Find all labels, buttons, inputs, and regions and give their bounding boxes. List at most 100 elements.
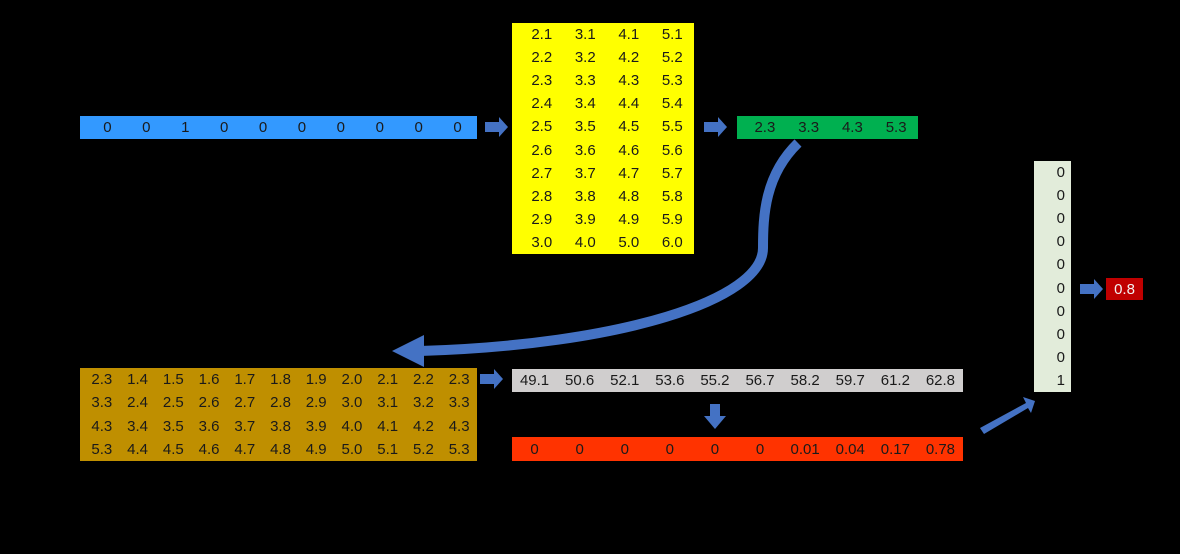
context-cell: 4.9 <box>305 440 327 458</box>
context-cell: 5.3 <box>448 440 470 458</box>
target-cell: 0 <box>1056 279 1065 297</box>
context-cell: 4.6 <box>198 440 220 458</box>
arrow-right-4 <box>1080 279 1103 299</box>
arrow-right-3 <box>480 369 503 389</box>
arrow-right-2 <box>704 117 727 137</box>
context-cell: 1.8 <box>270 371 291 389</box>
context-cell: 2.1 <box>377 371 399 389</box>
embedding-cell: 2.7 <box>531 164 553 182</box>
context-cell: 1.7 <box>234 371 256 389</box>
result-label: 0.8 <box>1114 280 1135 298</box>
embedding-cell: 4.2 <box>618 49 640 67</box>
embedding-cell: 5.6 <box>661 141 683 159</box>
score-cell: 53.6 <box>655 372 685 389</box>
lookup-cell: 2.3 <box>754 119 776 136</box>
softmax-cell: 0.78 <box>925 440 956 458</box>
target-cell: 0 <box>1056 233 1065 251</box>
context-cell: 2.4 <box>127 394 149 412</box>
context-cell: 3.7 <box>234 417 256 435</box>
embedding-cell: 5.1 <box>661 26 683 44</box>
context-cell: 2.7 <box>234 394 256 412</box>
context-cell: 5.2 <box>412 440 434 458</box>
context-cell: 4.8 <box>270 440 291 458</box>
onehot-cell: 0 <box>258 119 268 136</box>
embedding-cell: 4.9 <box>618 210 640 228</box>
context-cell: 3.2 <box>412 394 434 412</box>
context-cell: 3.8 <box>270 417 291 435</box>
target-cell: 0 <box>1056 302 1065 320</box>
onehot-cell: 0 <box>414 119 423 136</box>
target-cell: 1 <box>1056 371 1065 389</box>
context-cell: 3.6 <box>198 417 220 435</box>
score-cell: 61.2 <box>880 372 910 389</box>
score-cell: 49.1 <box>519 372 550 389</box>
embedding-cell: 4.5 <box>618 118 640 136</box>
context-cell: 1.6 <box>198 371 220 389</box>
embedding-cell: 5.3 <box>661 72 683 90</box>
context-cell: 3.9 <box>305 417 327 435</box>
context-cell: 2.3 <box>91 371 113 389</box>
context-cell: 1.5 <box>162 371 184 389</box>
softmax-cell: 0.17 <box>880 440 910 458</box>
embedding-cell: 2.3 <box>531 72 553 90</box>
context-cell: 4.3 <box>448 417 470 435</box>
embedding-cell: 4.8 <box>618 187 640 205</box>
score-cell: 58.2 <box>790 372 820 389</box>
arrow-right-1 <box>485 117 508 137</box>
embedding-cell: 3.9 <box>574 210 596 228</box>
context-cell: 2.6 <box>198 394 220 412</box>
context-cell: 3.5 <box>162 417 184 435</box>
context-cell: 1.4 <box>127 371 149 389</box>
softmax-cell: 0 <box>665 440 675 458</box>
embedding-cell: 3.0 <box>531 233 553 251</box>
embedding-cell: 3.8 <box>574 187 596 205</box>
context-cell: 4.5 <box>162 440 184 458</box>
embedding-cell: 5.2 <box>661 49 683 67</box>
embedding-cell: 3.3 <box>574 72 596 90</box>
context-cell: 4.3 <box>91 417 113 435</box>
embedding-cell: 6.0 <box>661 233 683 251</box>
context-cell: 5.1 <box>377 440 399 458</box>
embedding-cell: 2.1 <box>531 26 553 44</box>
embedding-cell: 5.0 <box>618 233 640 251</box>
embedding-cell: 5.8 <box>661 187 683 205</box>
context-cell: 5.0 <box>341 440 363 458</box>
embedding-cell: 5.9 <box>661 210 683 228</box>
embedding-cell: 2.5 <box>531 118 553 136</box>
embedding-cell: 4.0 <box>574 233 596 251</box>
onehot-cell: 0 <box>453 119 462 136</box>
embedding-cell: 4.7 <box>618 164 640 182</box>
embedding-cell: 4.6 <box>618 141 640 159</box>
softmax-cell: 0 <box>710 440 720 458</box>
context-cell: 4.2 <box>412 417 434 435</box>
lookup-cell: 3.3 <box>798 119 820 136</box>
embedding-cell: 3.6 <box>574 141 596 159</box>
score-cell: 59.7 <box>835 372 865 389</box>
arrow-down <box>704 404 726 429</box>
context-cell: 4.7 <box>234 440 256 458</box>
context-cell: 3.3 <box>91 394 113 412</box>
context-cell: 2.8 <box>270 394 291 412</box>
context-cell: 2.2 <box>412 371 434 389</box>
context-cell: 1.9 <box>305 371 327 389</box>
embedding-cell: 2.9 <box>531 210 553 228</box>
target-cell: 0 <box>1056 348 1065 366</box>
softmax-cell: 0 <box>620 440 629 458</box>
softmax-cell: 0 <box>575 440 584 458</box>
onehot-cell: 0 <box>297 119 307 136</box>
context-cell: 3.0 <box>341 394 363 412</box>
context-cell: 2.9 <box>305 394 327 412</box>
curved-arrow <box>419 139 802 356</box>
context-cell: 4.0 <box>341 417 363 435</box>
embedding-cell: 3.1 <box>574 26 596 44</box>
embedding-cell: 2.6 <box>531 141 553 159</box>
context-cell: 4.4 <box>127 440 149 458</box>
embedding-cell: 5.4 <box>661 95 683 113</box>
target-cell: 0 <box>1056 256 1065 274</box>
onehot-cell: 1 <box>181 119 190 136</box>
